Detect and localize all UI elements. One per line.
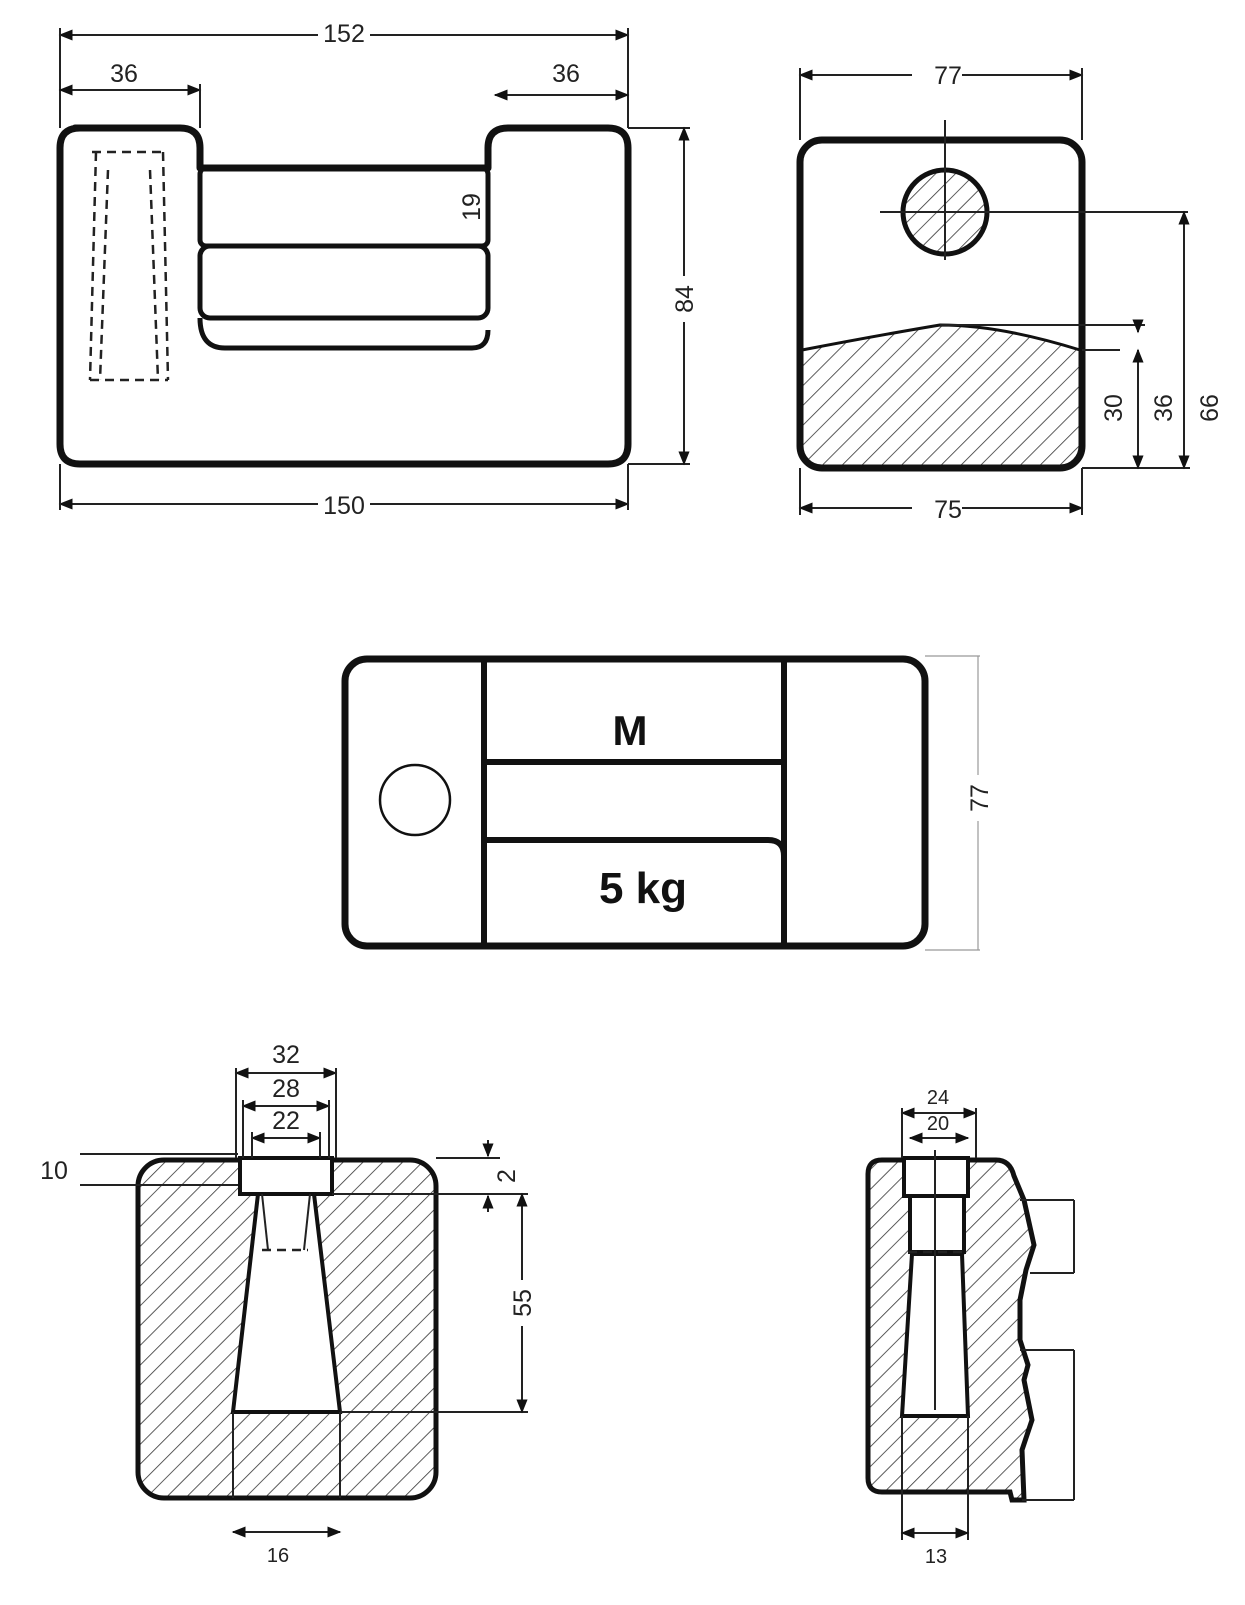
dim-front-left-pillar: 36 (110, 60, 138, 88)
front-body-outline (56, 124, 632, 468)
dim-section-a-d3: 22 (272, 1107, 300, 1135)
dim-section-b-bottom-width: 13 (925, 1546, 947, 1568)
side-fill-hatch (800, 323, 1082, 468)
dim-section-b-d2: 20 (927, 1113, 949, 1135)
dim-section-a-d1: 32 (272, 1041, 300, 1069)
dim-front-handle-thickness: 19 (458, 193, 486, 221)
handle-upper-bar (197, 165, 491, 249)
dim-top-depth: 77 (966, 784, 994, 812)
dim-side-top-width: 77 (934, 62, 962, 90)
dim-section-a-gap: 2 (493, 1169, 521, 1183)
dim-side-hole-height: 66 (1196, 394, 1224, 422)
top-body-outline (341, 655, 929, 950)
section-a-head-recess (238, 1156, 334, 1196)
dim-front-overall-top: 152 (323, 20, 365, 48)
side-body-outline (796, 136, 1086, 472)
dim-front-height: 84 (671, 285, 699, 313)
handle-lower-bar (197, 243, 491, 321)
dim-side-cavity-height: 36 (1150, 394, 1178, 422)
section-view-b: 24 20 13 (865, 1087, 1075, 1568)
dim-front-overall-bottom: 150 (323, 492, 365, 520)
top-hole-circle (378, 763, 452, 837)
marking-letter: M (613, 707, 648, 754)
dim-side-fill-height: 30 (1100, 394, 1128, 422)
marking-mass: 5 kg (599, 864, 687, 913)
top-view: M 5 kg 77 (341, 655, 994, 951)
dim-section-a-d2: 28 (272, 1075, 300, 1103)
section-view-a: 32 28 22 10 2 55 16 (40, 1041, 537, 1567)
dim-section-a-bottom-width: 16 (267, 1545, 289, 1567)
dim-section-a-cone-depth: 55 (509, 1289, 537, 1317)
hidden-cavity-lines (88, 150, 170, 382)
handle-bottom-lip (197, 317, 491, 351)
front-view: 152 36 36 19 84 150 (56, 18, 699, 520)
dim-section-a-step: 10 (40, 1157, 68, 1185)
dim-section-b-d1: 24 (927, 1087, 949, 1109)
dim-side-bottom-width: 75 (934, 496, 962, 524)
side-view: 77 75 30 36 66 (796, 60, 1224, 524)
dim-front-right-pillar: 36 (552, 60, 580, 88)
